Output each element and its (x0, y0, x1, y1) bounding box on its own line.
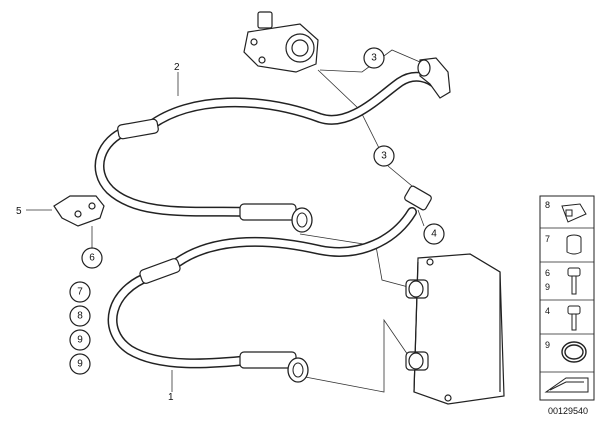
clip-icon (561, 203, 587, 223)
callout-8: 8 (69, 305, 91, 327)
bracket (53, 195, 105, 227)
o-ring-icon (561, 341, 587, 363)
bolt-icon (567, 267, 581, 295)
hose-1 (107, 185, 432, 383)
panel-label-1: 7 (545, 234, 550, 244)
parts-panel: 8 7 6 9 4 9 (539, 195, 595, 401)
callout-9b: 9 (69, 353, 91, 375)
panel-label-2: 6 (545, 268, 550, 278)
oil-cooler (405, 253, 505, 405)
panel-label-3: 4 (545, 306, 550, 316)
arrow-shim-icon (544, 377, 589, 393)
document-id: 00129540 (548, 406, 588, 416)
callout-7: 7 (69, 281, 91, 303)
part-number-1: 1 (168, 392, 174, 403)
sleeve-icon (566, 234, 582, 255)
screw-icon (567, 305, 581, 331)
svg-text:7: 7 (77, 287, 83, 298)
svg-text:3: 3 (381, 151, 387, 162)
top-connector (417, 57, 451, 99)
callout-4: 4 (423, 223, 445, 245)
svg-text:8: 8 (77, 311, 83, 322)
panel-sublabel-0: 9 (545, 282, 550, 292)
panel-label-4: 9 (545, 340, 550, 350)
callout-3-top: 3 (363, 47, 385, 69)
part-number-5: 5 (16, 206, 22, 217)
part-number-2: 2 (174, 62, 180, 73)
callout-6: 6 (81, 247, 103, 269)
svg-text:9: 9 (77, 335, 83, 346)
svg-text:6: 6 (89, 253, 95, 264)
svg-text:9: 9 (77, 359, 83, 370)
svg-text:3: 3 (371, 53, 377, 64)
hose-2 (94, 71, 443, 233)
thermostat-housing (243, 11, 319, 73)
panel-label-0: 8 (545, 200, 550, 210)
callout-9a: 9 (69, 329, 91, 351)
callout-3-mid: 3 (373, 145, 395, 167)
svg-text:4: 4 (431, 229, 437, 240)
